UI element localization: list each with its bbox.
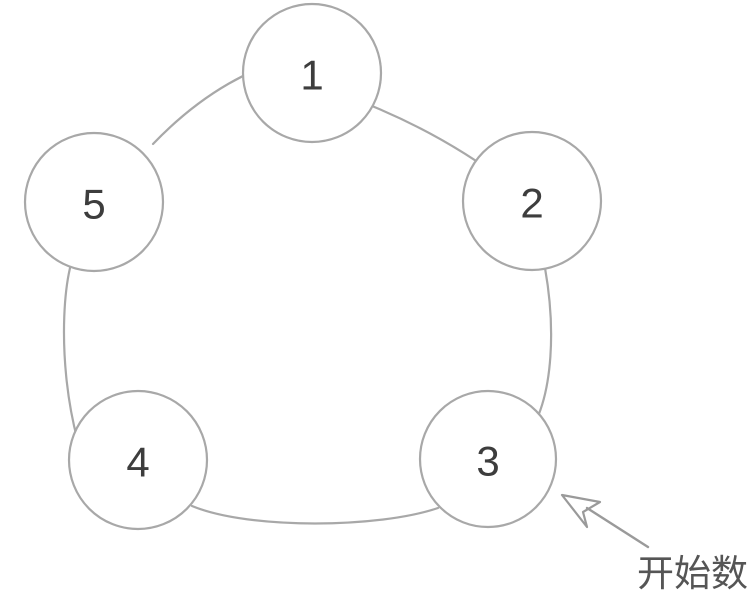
- annotation-arrow-shaft: [585, 506, 650, 549]
- node-3-label: 3: [476, 438, 499, 485]
- node-2-circle[interactable]: [461, 130, 603, 272]
- node-4-label: 4: [126, 439, 149, 486]
- edge-3-to-4: [190, 504, 440, 525]
- node-4[interactable]: 4: [67, 389, 209, 531]
- start-number-annotation-label: 开始数: [637, 552, 748, 595]
- node-2[interactable]: 2: [461, 130, 603, 272]
- annotation-arrow-head-icon: [560, 493, 602, 529]
- start-annotation-arrow: [560, 493, 650, 549]
- node-1[interactable]: 1: [241, 2, 383, 144]
- node-1-label: 1: [300, 52, 323, 99]
- node-5[interactable]: 5: [23, 131, 165, 273]
- node-3[interactable]: 3: [418, 389, 558, 529]
- node-1-circle[interactable]: [241, 2, 383, 144]
- node-5-circle[interactable]: [23, 131, 165, 273]
- node-5-label: 5: [82, 181, 105, 228]
- edge-2-to-3: [532, 266, 553, 427]
- node-3-circle[interactable]: [418, 389, 558, 529]
- node-4-circle[interactable]: [67, 389, 209, 531]
- node-2-label: 2: [520, 180, 543, 227]
- ring-nodes-group: 1 2 3 4 5: [23, 2, 603, 531]
